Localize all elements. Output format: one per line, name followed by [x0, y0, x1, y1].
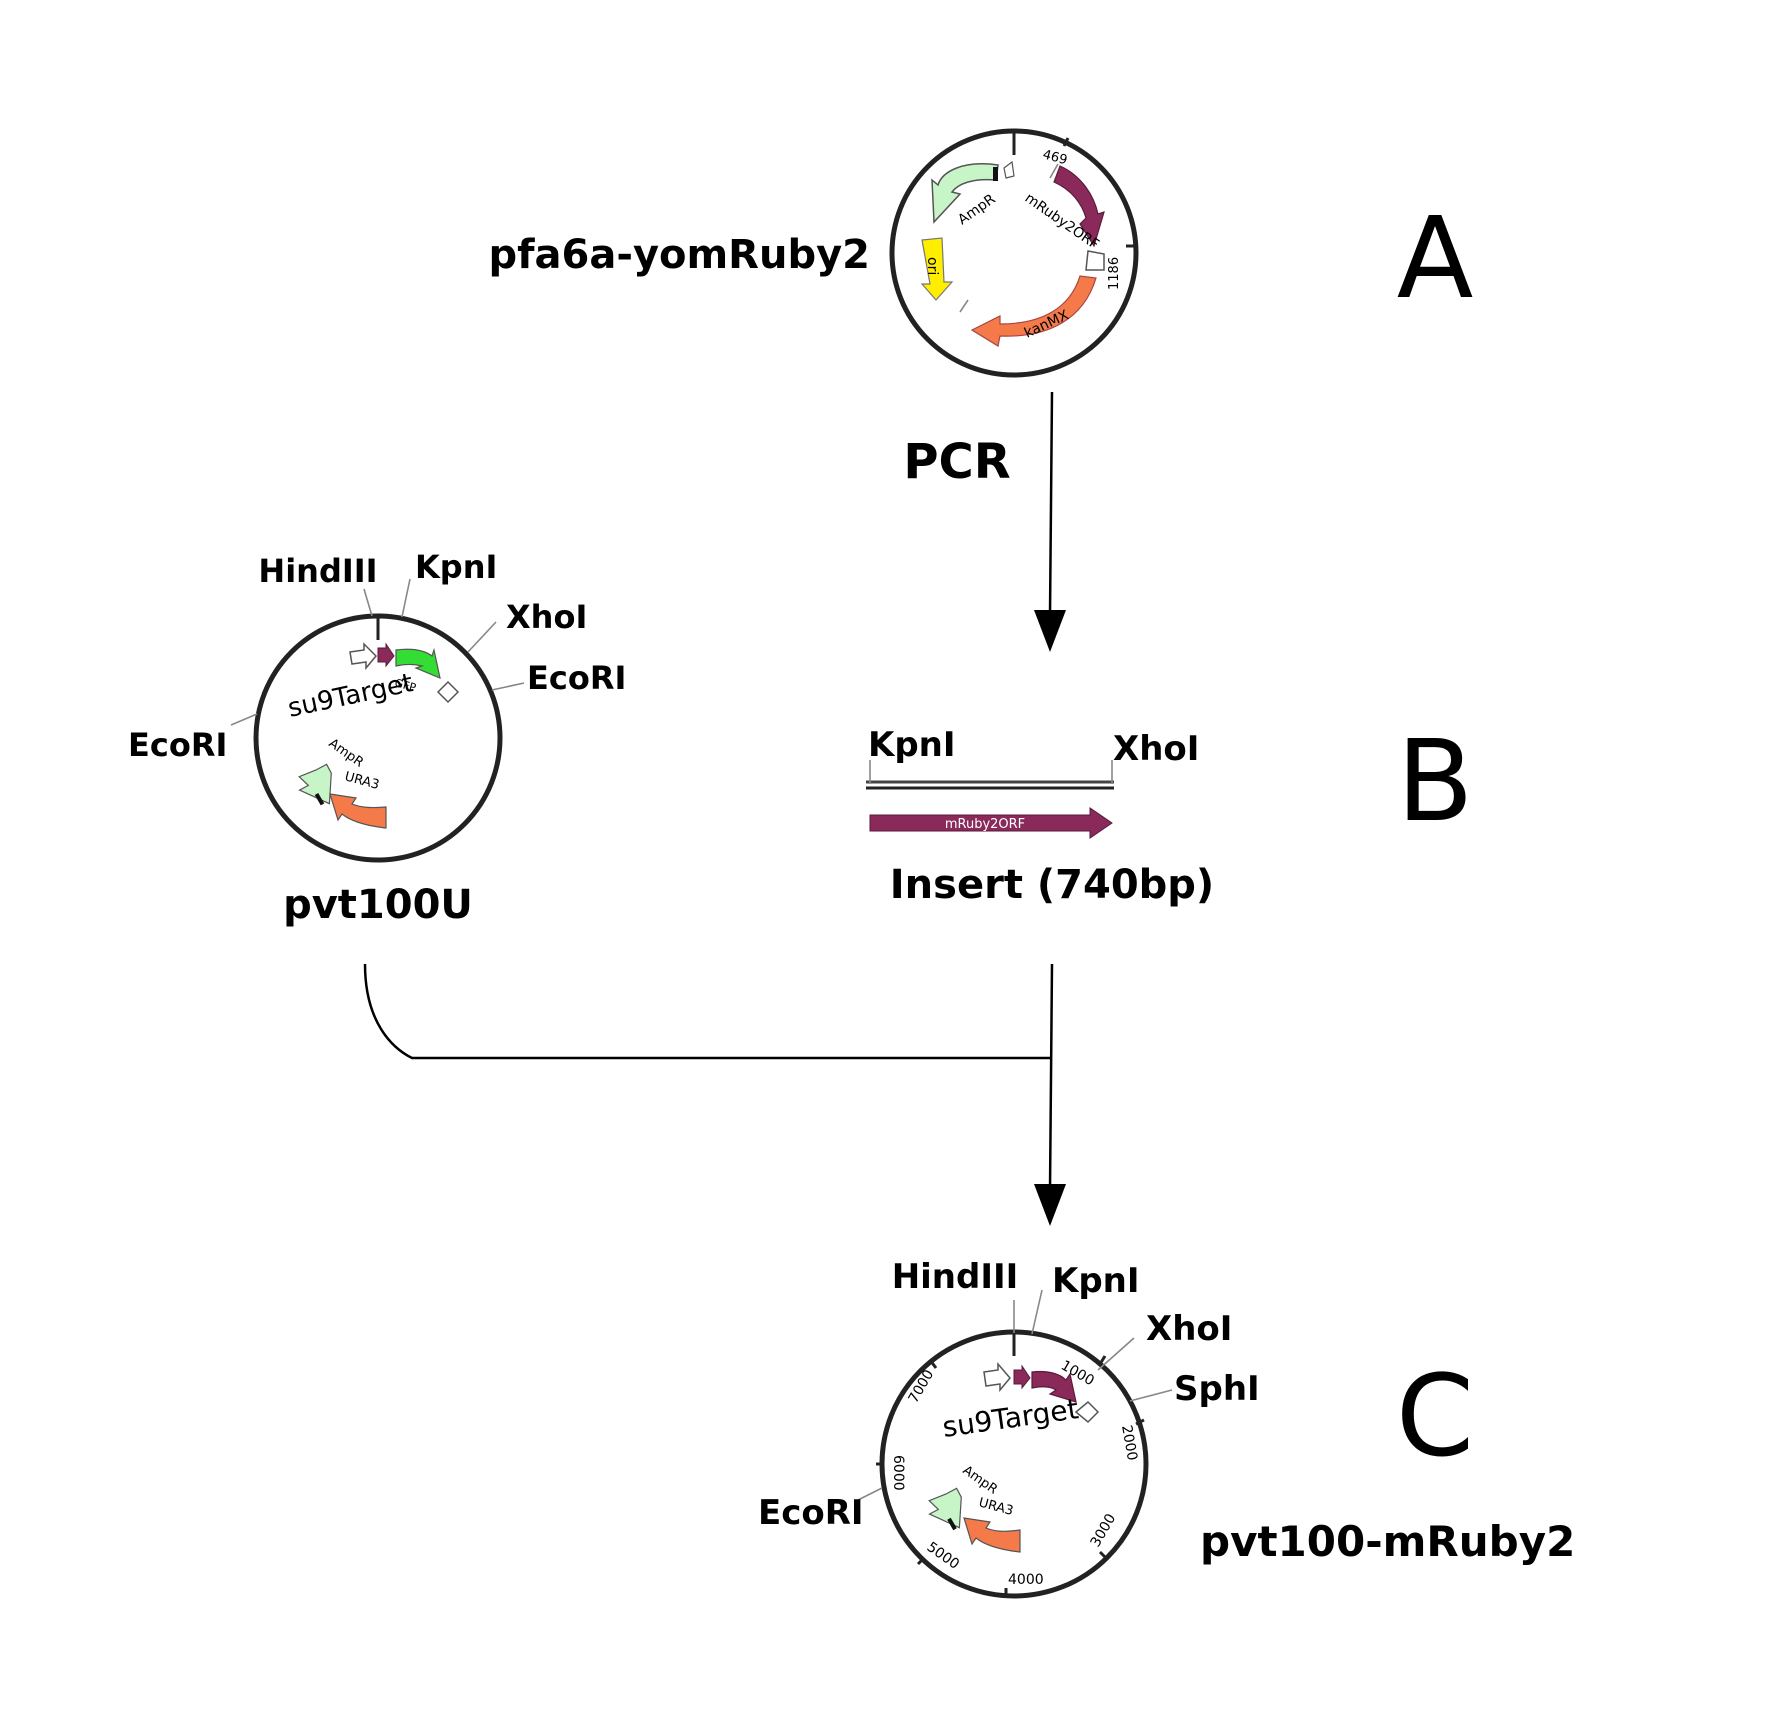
su9-arrow — [1013, 1364, 1031, 1390]
feature-gap-marker — [959, 299, 969, 313]
insert-kpni-label: KpnI — [868, 725, 956, 765]
pcr-arrow-head — [1034, 610, 1066, 652]
kpni-site-label: KpnI — [415, 548, 497, 586]
ampr-label: AmpR — [960, 1463, 1000, 1498]
pcr-arrow-shaft — [1048, 391, 1054, 616]
mruby2orf-arrow — [1031, 1370, 1077, 1403]
plasmid-map-a: AmpR mRuby2ORF ori kanMX 469 1186 — [889, 128, 1139, 378]
ura3-arrow — [329, 793, 387, 829]
c-kpni-site-label: KpnI — [1052, 1261, 1140, 1301]
ampr-label: AmpR — [326, 736, 366, 771]
ecori-right-site-label: EcoRI — [527, 659, 626, 697]
insert-fragment: mRuby2ORF — [866, 760, 1114, 839]
position-label-7000: 7000 — [906, 1367, 938, 1406]
c-hindiii-site-label: HindIII — [892, 1257, 1019, 1297]
position-label-1186: 1186 — [1107, 257, 1122, 290]
kanmx-label: kanMX — [1022, 307, 1072, 342]
su9-arrow — [377, 642, 395, 668]
kpni-leader — [1031, 1289, 1043, 1335]
promoter-arrow — [983, 1361, 1011, 1393]
pcr-step-label: PCR — [903, 434, 1010, 490]
ligation-connector — [363, 963, 1050, 1060]
kanmx-arrow — [970, 275, 1097, 347]
ecori-leader — [857, 1487, 883, 1501]
xhoi-leader — [1097, 1337, 1135, 1371]
ampr-arrow — [931, 163, 999, 224]
gfp-label: GFP — [393, 676, 417, 694]
su9target-label: su9Target — [940, 1392, 1080, 1444]
panel-label-a: A — [1397, 194, 1474, 324]
position-label-3000: 3000 — [1088, 1511, 1120, 1550]
ura3-arrow — [963, 1517, 1021, 1553]
xhoi-leader — [467, 621, 497, 653]
sphi-leader — [1129, 1389, 1173, 1402]
plasmid-c-name: pvt100-mRuby2 — [1200, 1517, 1575, 1566]
plasmid-b-name: pvt100U — [283, 882, 473, 928]
c-sphi-site-label: SphI — [1174, 1369, 1260, 1409]
xhoi-site-label: XhoI — [506, 598, 587, 636]
su9target-label: su9Target — [285, 668, 415, 724]
ori-label: ori — [924, 257, 940, 275]
position-label-4000: 4000 — [1008, 1572, 1044, 1588]
kpni-leader — [401, 578, 411, 618]
mruby2orf-arrow — [1053, 165, 1105, 248]
plasmid-a-name: pfa6a-yomRuby2 — [488, 232, 870, 278]
plasmid-map-c: su9Target AmpR URA3 1000 2000 3000 4000 … — [857, 1289, 1173, 1599]
plasmid-map-b: GFP su9Target AmpR URA3 — [230, 578, 525, 863]
hindiii-leader — [363, 588, 373, 617]
ampr-arrow — [928, 1487, 962, 1529]
terminator-box — [1074, 1400, 1100, 1424]
promoter-marker — [993, 167, 998, 181]
panel-label-b: B — [1397, 717, 1474, 847]
insert-feature-label: mRuby2ORF — [945, 817, 1025, 832]
promoter-arrow — [349, 642, 378, 671]
insert-mruby2orf-arrow — [869, 807, 1113, 839]
plasmid-backbone — [253, 613, 503, 863]
position-label-469: 469 — [1041, 147, 1069, 168]
feature-gap-marker — [1049, 163, 1059, 179]
c-xhoi-site-label: XhoI — [1146, 1309, 1232, 1349]
ligation-arrow-shaft — [1048, 963, 1054, 1191]
ura3-label: URA3 — [977, 1495, 1015, 1519]
ampr-arrow — [298, 763, 332, 805]
promoter-arrow — [1003, 160, 1015, 179]
c-ecori-site-label: EcoRI — [758, 1493, 864, 1533]
ecori-right-leader — [491, 682, 525, 691]
ampr-label: AmpR — [955, 191, 999, 228]
ecori-left-leader — [230, 713, 258, 726]
terminator-box — [436, 680, 460, 704]
terminator-box — [1085, 250, 1105, 271]
insert-label: Insert (740bp) — [890, 862, 1214, 908]
panel-label-c: C — [1396, 1352, 1474, 1482]
plasmid-backbone — [889, 128, 1139, 378]
ori-arrow — [920, 237, 954, 301]
hindiii-site-label: HindIII — [258, 552, 377, 590]
insert-xhoi-label: XhoI — [1113, 729, 1199, 769]
ecori-left-site-label: EcoRI — [128, 726, 227, 764]
ligation-arrow-head — [1034, 1184, 1066, 1226]
position-label-6000: 6000 — [890, 1455, 906, 1491]
ura3-label: URA3 — [343, 769, 381, 793]
gfp-arrow — [395, 647, 441, 679]
position-label-2000: 2000 — [1118, 1424, 1140, 1462]
